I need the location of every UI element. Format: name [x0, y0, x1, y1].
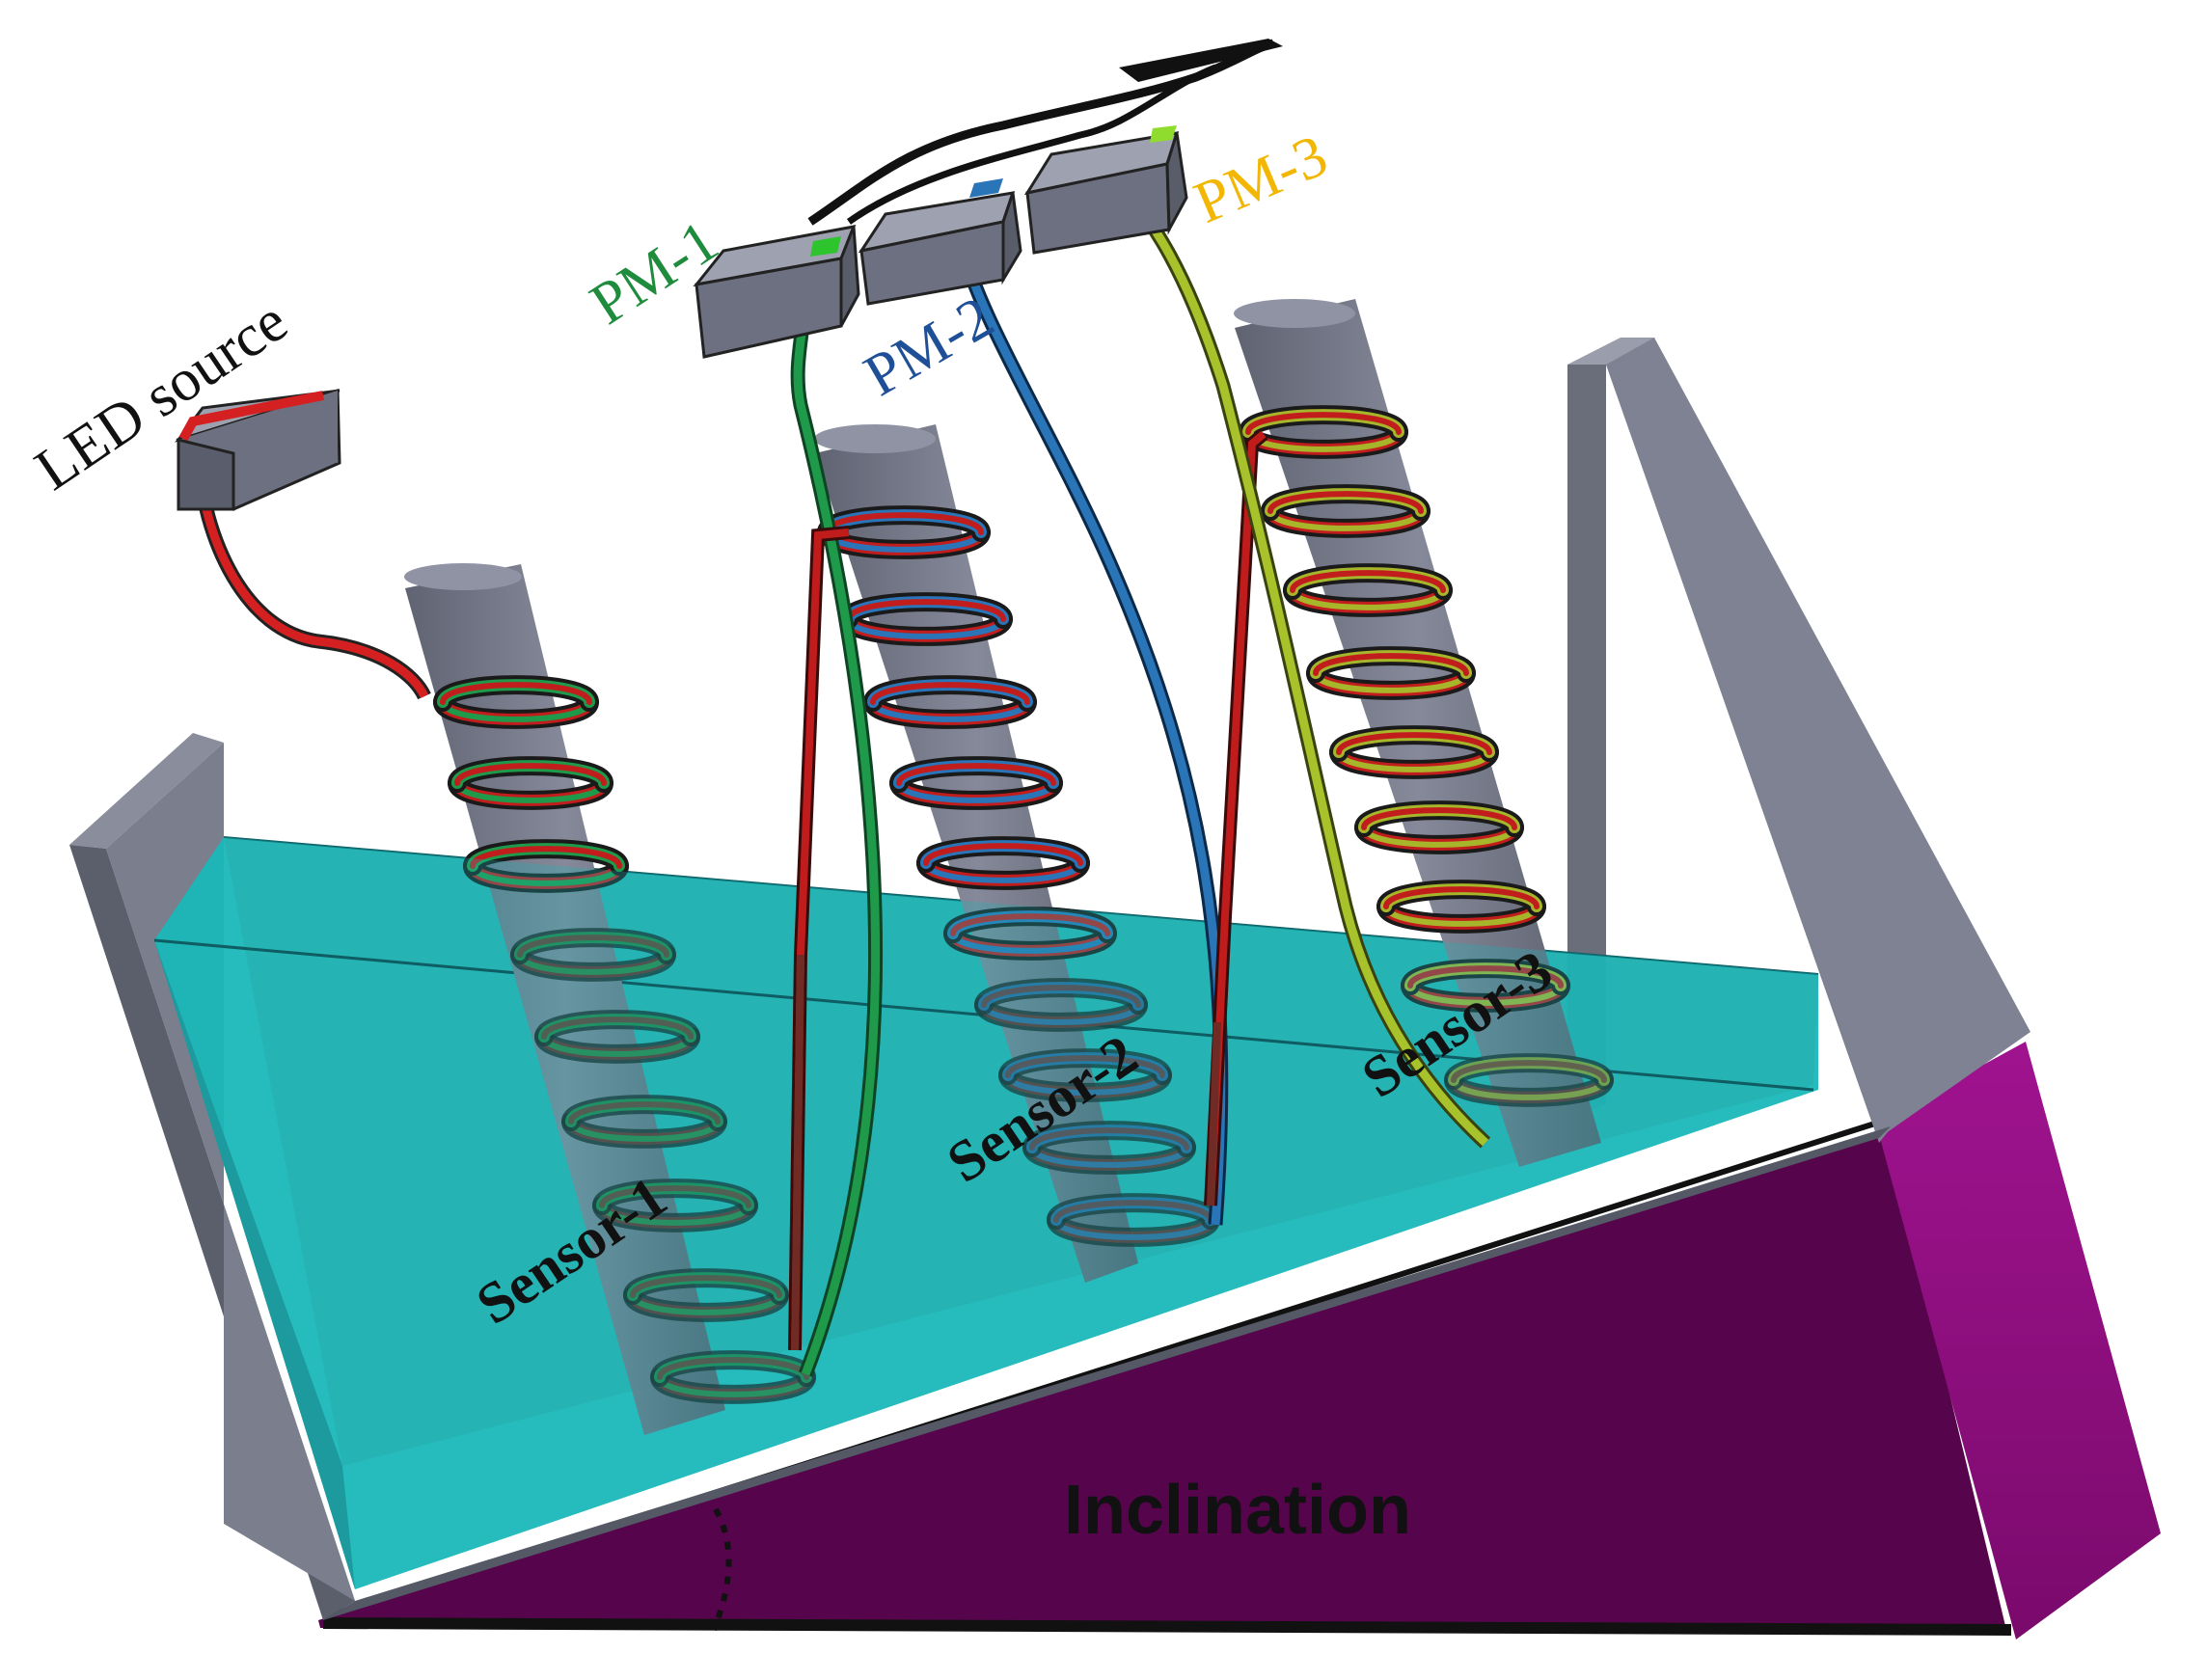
- fiber-coil-turn: [923, 843, 1083, 866]
- fiber-coil-turn: [1029, 1145, 1189, 1168]
- fiber-coil-turn: [454, 763, 607, 786]
- fiber-coil-turn: [896, 780, 1056, 803]
- fiber-coil-turn: [1267, 508, 1424, 531]
- fiber-coil-turn: [1383, 886, 1539, 909]
- fiber-coil-turn: [1053, 1200, 1213, 1223]
- fiber-coil-turn: [1336, 732, 1492, 755]
- fiber-coil-turn: [1451, 1077, 1607, 1100]
- fiber-coil-turn: [1313, 670, 1469, 693]
- fiber-coil-turn: [630, 1275, 782, 1298]
- fiber-coil-turn: [870, 699, 1030, 722]
- angle-arc: [711, 1507, 732, 1632]
- fibers: [190, 176, 1491, 1377]
- sensor-2-coils: [817, 505, 1220, 1247]
- fiber-coil-turn: [1336, 749, 1492, 772]
- fiber-coil-turn: [1290, 587, 1446, 610]
- fiber-coil-turn: [1361, 807, 1517, 830]
- power-meter-box-icon: [1023, 125, 1188, 255]
- fiber-coil-turn: [1451, 1060, 1607, 1083]
- fiber-coil-turn: [599, 1185, 751, 1208]
- sensor-1-coils: [433, 675, 816, 1404]
- led-source-box-icon: [174, 388, 341, 511]
- fiber-coil-turn: [1005, 1055, 1165, 1078]
- meter-cable: [807, 39, 1283, 226]
- inclination-label: Inclination: [1064, 1472, 1411, 1549]
- pm3-label: PM-3: [1185, 122, 1337, 236]
- fiber-coil-turn: [846, 599, 1006, 622]
- fiber-coil-turn: [541, 1016, 694, 1040]
- power-meter-box-icon: [693, 225, 860, 359]
- fiber-coil-turn: [923, 860, 1083, 883]
- fiber-coil-turn: [568, 1101, 721, 1125]
- fiber-coil-turn: [846, 616, 1006, 639]
- fiber-coil-turn: [1313, 653, 1469, 676]
- fiber-coil-turn: [870, 682, 1030, 705]
- fiber-coil-turn: [470, 846, 622, 869]
- fiber-coil-turn: [1029, 1127, 1189, 1151]
- fiber-coil-turn: [981, 985, 1141, 1008]
- fiber-coil-turn: [950, 913, 1110, 936]
- fiber-coil-turn: [1383, 904, 1539, 927]
- fiber-coil-turn: [950, 931, 1110, 954]
- fiber-coil-turn: [896, 763, 1056, 786]
- fiber-coil-turn: [440, 682, 592, 705]
- fiber-coil-turn: [1407, 965, 1564, 989]
- fiber-coil-turn: [517, 935, 669, 958]
- fiber-coil-turn: [1267, 491, 1424, 514]
- fiber-coil-turn: [1245, 412, 1402, 435]
- inclined-base-wedge: [318, 1042, 2161, 1639]
- fiber-coil-turn: [1005, 1072, 1165, 1096]
- fiber-coil-turn: [1053, 1217, 1213, 1240]
- power-meter-box-icon: [858, 178, 1022, 306]
- fiber-coil-turn: [1290, 570, 1446, 593]
- fiber-coil-turn: [1407, 983, 1564, 1006]
- fiber-coil-turn: [1361, 825, 1517, 848]
- fiber-coil-turn: [981, 1002, 1141, 1025]
